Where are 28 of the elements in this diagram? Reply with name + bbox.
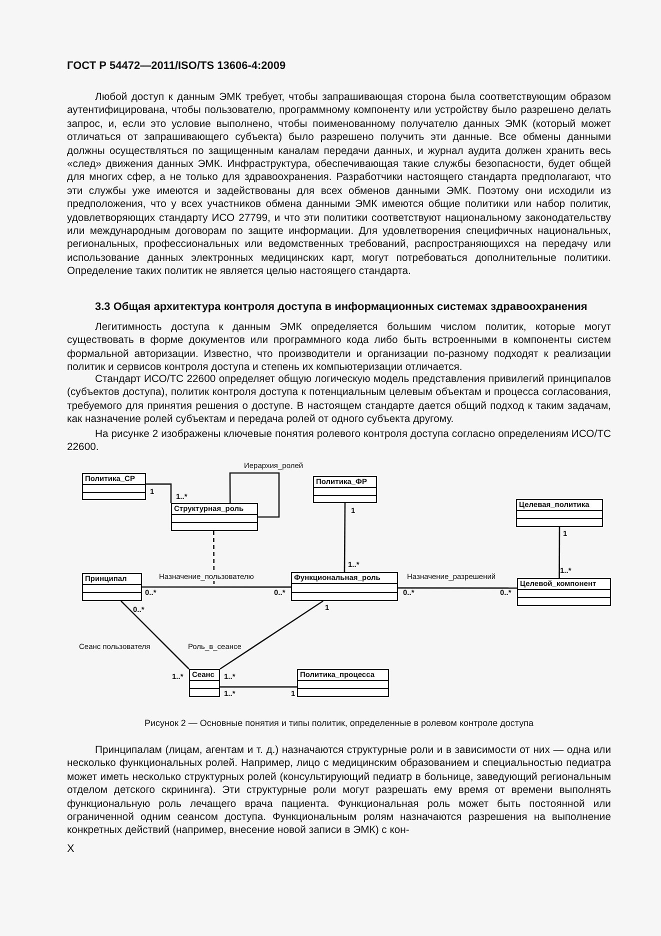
- page-number: X: [67, 843, 74, 855]
- association-line: [558, 527, 560, 578]
- paragraph: На рисунке 2 изображены ключевые понятия ролевого контроля доступа согласно определениям ИСО/ТС 22600.: [67, 428, 611, 455]
- association-line: [142, 586, 291, 588]
- class-box: [297, 669, 389, 697]
- association-line: [120, 600, 190, 670]
- paragraph: Принципалам (лицам, агентам и т. д.) назначаются структурные роли и в зависимости от них — одна или несколько функциональных ролей. Например, лицо с медицинским образованием и специальностью педиатра может иметь несколько структурных ролей (консультирующий педиатр в больнице, заведующий региональным отделом детского скрининга). Эти структурные роли могут разрешать ему время от времени выполнять функциональную роль лечащего врача пациента. Функциональная роль может быть постоянной или ограниченной одним сеансом доступа. Функциональным ролям назначаются разрешения на выполнение конкретных действий (например, внесение новой записи в ЭМК) с кон-: [67, 744, 611, 838]
- dashed-line: [212, 531, 215, 587]
- running-header: ГОСТ Р 54472—2011/ISO/TS 13606-4:2009: [67, 60, 286, 72]
- section-heading: 3.3 Общая архитектура контроля доступа в информационных системах здравоохранения: [94, 301, 588, 313]
- association-line: [229, 472, 280, 518]
- class-box: [517, 578, 611, 606]
- association-line: [398, 587, 517, 589]
- association-line: [220, 686, 297, 688]
- class-box: [516, 499, 603, 527]
- association-line: [146, 483, 172, 503]
- class-box: [82, 473, 146, 500]
- association-line: [344, 503, 346, 572]
- paragraph: Любой доступ к данным ЭМК требует, чтобы запрашивающая сторона была соответствующим образом аутентифицирована, чтобы пользователю, программному компоненту или устройству было разрешено делать запрос, и, если это условие выполнено, чтобы поименованному получателю данных ЭМК (который может отличаться от запрашивающего субъекта) было разрешено получить эти данные. Все обмены данными должны осуществляться по защищенным каналам передачи данных, и журнал аудита должен хранить весь «след» движения данных ЭМК. Инфраструктура, обеспечивающая такие службы безопасности, будет общей для многих сфер, а не только для здравоохранения. Разработчики настоящего стандарта предполагают, что эти службы уже имеются и задействованы для всех обменов данными ЭМК. Поэтому они исходили из предположения, что у всех участников обмена данными ЭМК имеются общие политики или набор политик, удовлетворяющих стандарту ИСО 27799, и что эти политики соответствуют национальному законодательству или международным договорам по защите информации. Для удовлетворения специфичных национальных, региональных, профессиональных или ведомственных требований, распространяющихся на передачу или использование данных электронных медицинских карт, могут потребоваться дополнительные политики. Определение таких политик не является целью настоящего стандарта.: [67, 91, 611, 279]
- paragraph: Стандарт ИСО/ТС 22600 определяет общую логическую модель представления привилегий принципалов (субъектов доступа), политик контроля доступа к потенциальным целевым объектам и процесса согласования, требуемого для принятия решения о доступе. В настоящем стандарте дается общий подход к таким задачам, как назначение ролей субъектам и передача ролей от одного субъекта другому.: [67, 373, 611, 427]
- class-box: [189, 669, 220, 697]
- class-box: [171, 503, 258, 531]
- paragraph: Легитимность доступа к данным ЭМК определяется большим числом политик, которые могут существовать в форме документов или программного кода либо быть встроенными в компоненты систем формальной авторизации. Известно, что производители и организации по-разному подходят к реализации политик и сервисов контроля доступа и степень их компьютеризации отличается.: [67, 321, 611, 374]
- association-line: [220, 600, 324, 670]
- class-box: [313, 476, 377, 503]
- class-box: [291, 572, 398, 601]
- figure-caption: Рисунок 2 — Основные понятия и типы политик, определенные в ролевом контроле доступа: [143, 718, 535, 728]
- class-box: [82, 573, 142, 601]
